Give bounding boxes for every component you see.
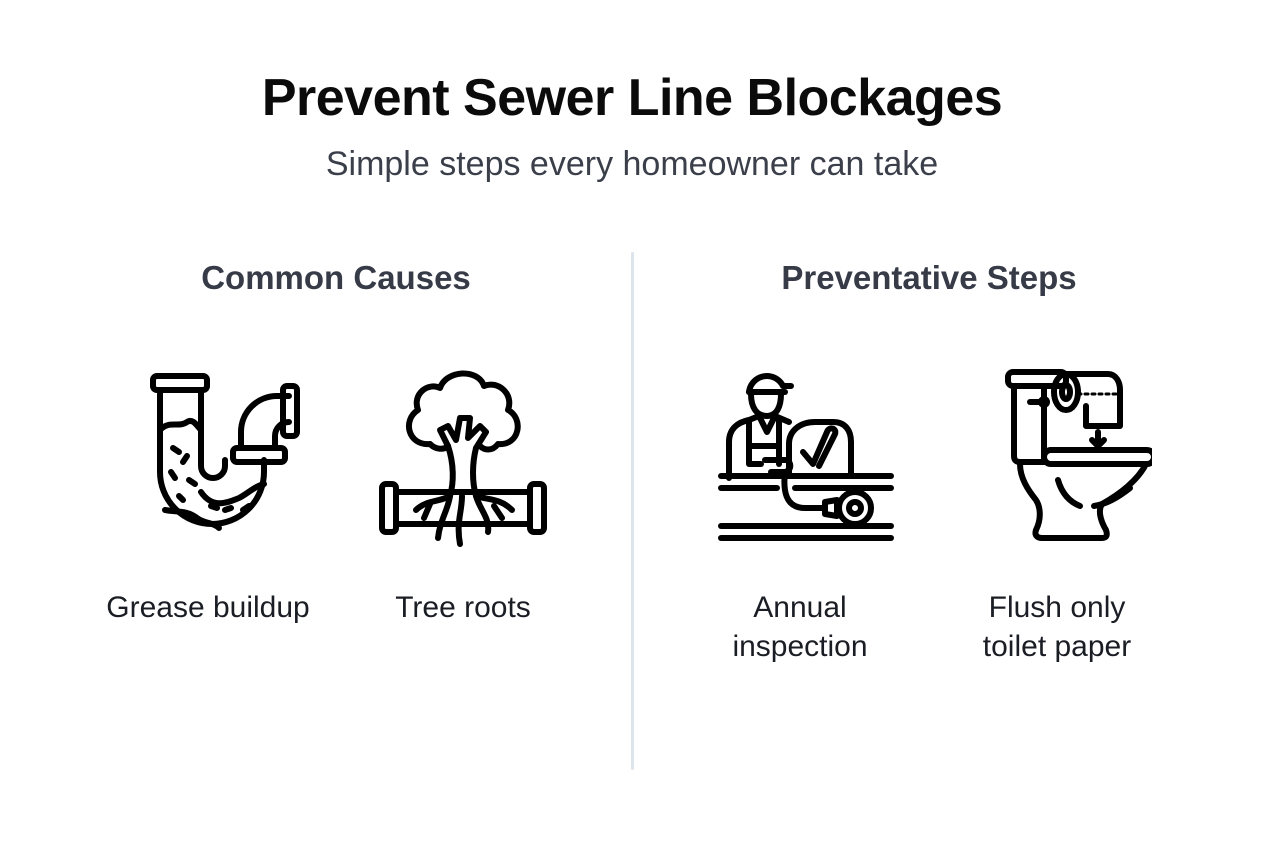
item-label-line-2: toilet paper [982,630,1132,663]
section-divider [631,252,634,770]
cause-item-grease: Grease buildup [88,360,328,627]
section-heading-preventative-steps: Preventative Steps [781,259,1077,296]
item-label: Grease buildup [106,591,310,624]
item-label-line-2: inspection [732,630,868,663]
cause-item-tree-roots: Tree roots [343,360,583,627]
clogged-pipe-icon [113,360,303,550]
item-label: Tree roots [395,591,531,624]
section-heading-common-causes: Common Causes [201,259,471,296]
plumber-inspection-icon [705,360,895,550]
page-subtitle: Simple steps every homeowner can take [325,145,939,183]
item-label: Flush only toilet paper [983,588,1131,666]
step-item-annual-inspection: Annual inspection [680,360,920,666]
page-title: Prevent Sewer Line Blockages [261,69,1003,127]
item-label-line-1: Annual [753,591,847,624]
step-item-flush-toilet-paper: Flush only toilet paper [937,360,1177,666]
item-label: Annual inspection [732,588,867,666]
tree-roots-pipe-icon [368,360,558,550]
toilet-paper-icon [962,360,1152,550]
item-label-line-1: Flush only [988,591,1126,624]
